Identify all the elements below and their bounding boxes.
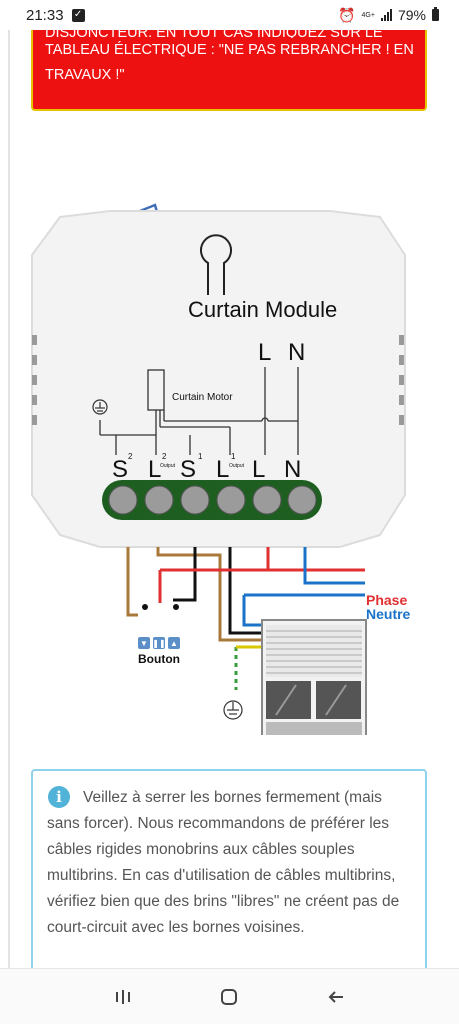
ground-symbol-external: [223, 700, 243, 720]
terminal-S1: S: [180, 456, 196, 483]
recents-icon: [116, 989, 131, 1004]
alarm-icon: ⏰: [338, 6, 356, 23]
top-label-L: L: [258, 339, 271, 366]
roller-shutter-icon: [261, 619, 367, 735]
neutre-label: Neutre: [366, 606, 411, 622]
ground-symbol-module: [92, 399, 108, 415]
terminal-S1-sup: 1: [198, 452, 203, 461]
page-content[interactable]: DISJONCTEUR. EN TOUT CAS INDIQUEZ SUR LE…: [0, 30, 459, 968]
terminal-L: L: [252, 456, 265, 483]
motor-label: Curtain Motor: [172, 392, 233, 403]
terminal-L1-sub: Output: [229, 463, 245, 469]
terminal-L2-sub: Output: [160, 463, 176, 469]
terminal-S2: S: [112, 456, 128, 483]
phase-label: Phase: [366, 592, 407, 608]
info-icon: i: [48, 786, 70, 808]
terminal-L2: L: [148, 456, 161, 483]
terminal-S2-sup: 2: [128, 452, 133, 461]
module-body: [31, 210, 406, 548]
back-button[interactable]: [316, 977, 356, 1017]
down-arrow-icon: ▼: [140, 639, 148, 648]
warning-text: TABLEAU ÉLECTRIQUE : "NE PAS REBRANCHER …: [45, 42, 414, 83]
status-time: 21:33: [26, 6, 64, 24]
status-bar: 21:33 ✓ ⏰ 4G+ 79%: [0, 0, 459, 30]
back-arrow-icon: [328, 990, 343, 1003]
antenna-symbol: [200, 234, 232, 295]
warning-box: DISJONCTEUR. EN TOUT CAS INDIQUEZ SUR LE…: [31, 30, 427, 111]
top-label-N: N: [288, 339, 305, 366]
signal-icon: [380, 9, 392, 21]
notification-check-icon: ✓: [71, 8, 85, 22]
wiring-diagram: Curtain Module L N Curtain M: [31, 203, 411, 735]
button-icons: ▼ ❚❚ ▲: [138, 637, 180, 649]
pause-icon: ❚❚: [152, 639, 165, 648]
info-box: i Veillez à serrer les bornes fermement …: [31, 769, 427, 968]
recents-button[interactable]: [103, 977, 143, 1017]
terminal-L1-sup: 1: [231, 452, 236, 461]
home-button[interactable]: [209, 977, 249, 1017]
battery-level: 79%: [397, 7, 426, 23]
warning-partial-line: DISJONCTEUR. EN TOUT CAS INDIQUEZ SUR LE: [45, 30, 383, 38]
home-icon: [221, 988, 238, 1005]
content-left-border: [8, 30, 10, 968]
terminal-L2-sup: 2: [162, 452, 167, 461]
info-text: Veillez à serrer les bornes fermement (m…: [47, 789, 400, 936]
up-arrow-icon: ▲: [170, 639, 178, 648]
terminal-N: N: [284, 456, 301, 483]
navigation-bar: [0, 968, 459, 1024]
bouton-label: Bouton: [138, 652, 180, 666]
network-type: 4G+: [361, 11, 375, 19]
battery-icon: [432, 7, 439, 21]
terminal-L1: L: [216, 456, 229, 483]
module-title: Curtain Module: [188, 297, 337, 322]
